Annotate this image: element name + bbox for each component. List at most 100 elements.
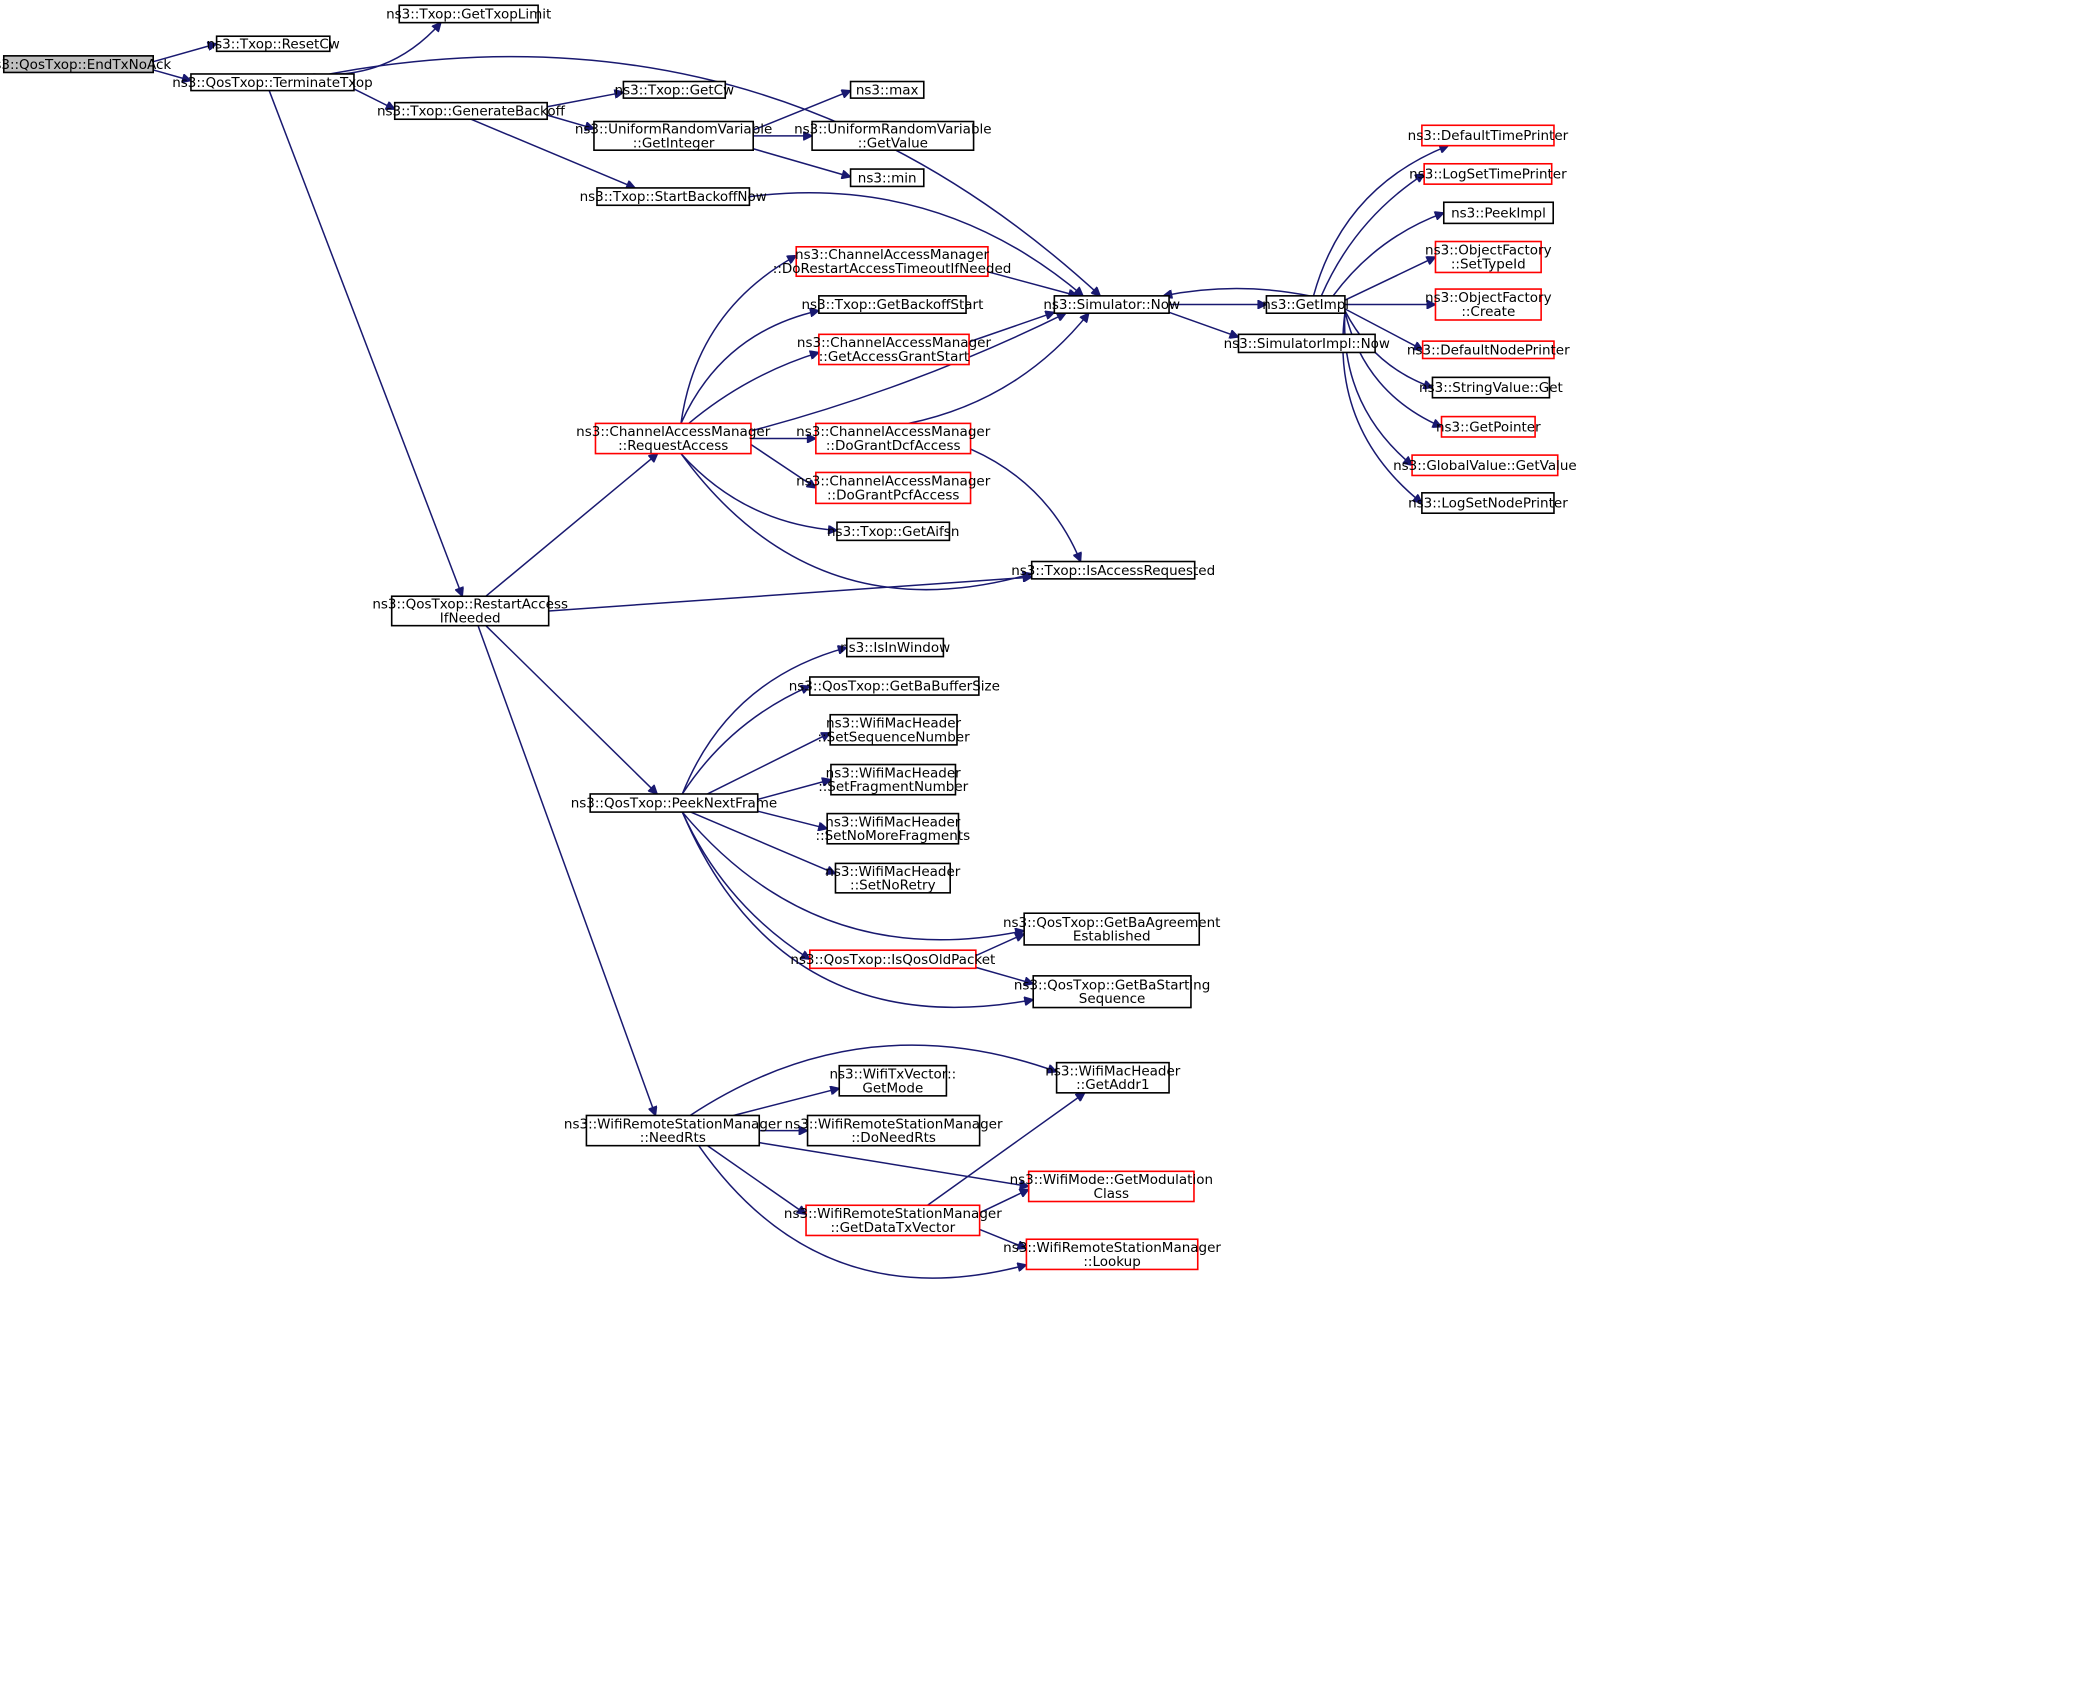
node-doGrantDcf[interactable]: ns3::ChannelAccessManager::DoGrantDcfAcc… bbox=[796, 422, 991, 455]
node-doGrantPcf[interactable]: ns3::ChannelAccessManager::DoGrantPcfAcc… bbox=[796, 471, 991, 505]
node-box bbox=[1237, 333, 1376, 354]
node-label: ns3::QosTxop::GetBaAgreement bbox=[1003, 915, 1221, 931]
node-box bbox=[1440, 415, 1536, 438]
node-isAccessRequested[interactable]: ns3::Txop::IsAccessRequested bbox=[1011, 560, 1215, 580]
node-label: ns3::Txop::GetAifsn bbox=[827, 524, 959, 540]
node-box bbox=[1434, 240, 1542, 274]
node-peekImpl[interactable]: ns3::PeekImpl bbox=[1442, 201, 1555, 225]
edge-doGrantDcf-to-simNow bbox=[908, 313, 1089, 425]
node-setNoRetry[interactable]: ns3::WifiMacHeader::SetNoRetry bbox=[825, 862, 961, 894]
node-ofCreate[interactable]: ns3::ObjectFactory::Create bbox=[1425, 288, 1552, 321]
node-box bbox=[215, 35, 331, 53]
node-getMode[interactable]: ns3::WifiTxVector::GetMode bbox=[829, 1064, 956, 1097]
node-startBackoffNow[interactable]: ns3::Txop::StartBackoffNow bbox=[580, 187, 767, 207]
edge-getImpl-to-peekImpl bbox=[1332, 213, 1444, 297]
node-defaultNodePrinter[interactable]: ns3::DefaultNodePrinter bbox=[1407, 340, 1570, 360]
node-box bbox=[811, 120, 975, 151]
node-getAddr1[interactable]: ns3::WifiMacHeader::GetAddr1 bbox=[1045, 1061, 1181, 1094]
node-box bbox=[585, 1114, 761, 1147]
node-box bbox=[1423, 162, 1553, 185]
node-getAccessGrantStart[interactable]: ns3::ChannelAccessManager::GetAccessGran… bbox=[797, 333, 992, 366]
node-box bbox=[829, 713, 958, 746]
edge-getInteger-to-min bbox=[752, 148, 850, 177]
edge-getImpl-to-getPointer bbox=[1344, 311, 1442, 426]
node-box bbox=[1055, 1061, 1170, 1094]
node-getValue[interactable]: ns3::UniformRandomVariable::GetValue bbox=[794, 120, 992, 152]
node-logSetNodePrinter[interactable]: ns3::LogSetNodePrinter bbox=[1408, 492, 1568, 515]
node-simNow[interactable]: ns3::Simulator::Now bbox=[1043, 295, 1180, 315]
node-globalValueGet[interactable]: ns3::GlobalValue::GetValue bbox=[1393, 454, 1577, 477]
node-lookup[interactable]: ns3::WifiRemoteStationManager::Lookup bbox=[1003, 1238, 1221, 1271]
node-getDataTxVector[interactable]: ns3::WifiRemoteStationManager::GetDataTx… bbox=[784, 1204, 1002, 1237]
node-label: ns3::Txop::StartBackoffNow bbox=[580, 189, 767, 205]
node-getPointer[interactable]: ns3::GetPointer bbox=[1436, 415, 1541, 438]
node-getTxopLimit[interactable]: ns3::Txop::GetTxopLimit bbox=[386, 4, 551, 24]
edge-isQosOldPacket-to-getBaAgreement bbox=[975, 934, 1024, 957]
node-needRts[interactable]: ns3::WifiRemoteStationManager::NeedRts bbox=[564, 1114, 782, 1147]
node-label: ns3::WifiRemoteStationManager bbox=[564, 1116, 782, 1132]
node-box bbox=[1411, 454, 1559, 477]
node-box bbox=[622, 80, 727, 99]
node-box bbox=[1421, 340, 1555, 360]
node-getAifsn[interactable]: ns3::Txop::GetAifsn bbox=[827, 521, 959, 542]
edge-needRts-to-getDataTxVector bbox=[706, 1145, 806, 1215]
node-box bbox=[589, 793, 759, 813]
edge-peekNextFrame-to-setNoMoreFrag bbox=[757, 810, 827, 829]
node-simImplNow[interactable]: ns3::SimulatorImpl::Now bbox=[1224, 333, 1390, 354]
node-label: ns3::Txop::GenerateBackoff bbox=[377, 104, 566, 120]
node-peekNextFrame[interactable]: ns3::QosTxop::PeekNextFrame bbox=[571, 793, 778, 813]
node-resetCw[interactable]: ns3::Txop::ResetCw bbox=[207, 35, 340, 53]
node-label: ns3::max bbox=[856, 82, 919, 98]
edge-generateBackoff-to-getCw bbox=[547, 92, 623, 108]
node-label: ns3::Simulator::Now bbox=[1043, 297, 1180, 313]
node-getImpl[interactable]: ns3::GetImpl bbox=[1262, 295, 1349, 315]
node-label: ns3::WifiMode::GetModulation bbox=[1010, 1172, 1213, 1188]
node-isInWindow[interactable]: ns3::IsInWindow bbox=[840, 637, 950, 658]
node-box bbox=[815, 422, 972, 455]
node-box bbox=[390, 595, 550, 627]
node-label: ns3::WifiMacHeader bbox=[825, 864, 961, 880]
node-label: ::DoRestartAccessTimeoutIfNeeded bbox=[773, 261, 1012, 277]
node-terminateTxop[interactable]: ns3::QosTxop::TerminateTxop bbox=[172, 73, 373, 92]
node-getCw[interactable]: ns3::Txop::GetCw bbox=[615, 80, 735, 99]
node-generateBackoff[interactable]: ns3::Txop::GenerateBackoff bbox=[377, 101, 566, 121]
node-logSetTimePrinter[interactable]: ns3::LogSetTimePrinter bbox=[1409, 162, 1567, 185]
node-label: ::GetDataTxVector bbox=[831, 1220, 956, 1236]
node-doNeedRts[interactable]: ns3::WifiRemoteStationManager::DoNeedRts bbox=[785, 1114, 1003, 1147]
node-box bbox=[830, 763, 957, 796]
edge-requestAccess-to-doRestart bbox=[680, 256, 796, 424]
node-getInteger[interactable]: ns3::UniformRandomVariable::GetInteger bbox=[575, 120, 773, 152]
node-box bbox=[838, 1064, 948, 1097]
edge-getDataTxVector-to-getModClass bbox=[979, 1189, 1029, 1214]
node-label: ::NeedRts bbox=[640, 1130, 706, 1146]
node-label: ns3::QosTxop::RestartAccess bbox=[372, 597, 568, 613]
node-label: ns3::SimulatorImpl::Now bbox=[1224, 336, 1390, 352]
node-box bbox=[393, 101, 548, 121]
node-box bbox=[818, 333, 970, 366]
node-label: Sequence bbox=[1079, 991, 1146, 1007]
node-box bbox=[2, 55, 155, 74]
node-max[interactable]: ns3::max bbox=[849, 80, 925, 99]
node-setNoMoreFrag[interactable]: ns3::WifiMacHeader::SetNoMoreFragments bbox=[816, 812, 971, 845]
node-min[interactable]: ns3::min bbox=[849, 168, 925, 188]
node-getBackoffStart[interactable]: ns3::Txop::GetBackoffStart bbox=[801, 295, 983, 315]
node-isQosOldPacket[interactable]: ns3::QosTxop::IsQosOldPacket bbox=[790, 949, 995, 970]
node-label: ns3::QosTxop::TerminateTxop bbox=[172, 75, 373, 91]
node-requestAccess[interactable]: ns3::ChannelAccessManager::RequestAccess bbox=[576, 422, 771, 455]
node-setTypeId[interactable]: ns3::ObjectFactory::SetTypeId bbox=[1425, 240, 1552, 274]
node-setFragNum[interactable]: ns3::WifiMacHeader::SetFragmentNumber bbox=[818, 763, 969, 796]
node-endTxNoAck[interactable]: ns3::QosTxop::EndTxNoAck bbox=[0, 55, 171, 74]
node-label: ns3::WifiRemoteStationManager bbox=[784, 1206, 1002, 1222]
node-doRestart[interactable]: ns3::ChannelAccessManager::DoRestartAcce… bbox=[773, 245, 1012, 278]
edge-peekNextFrame-to-isInWindow bbox=[681, 648, 846, 795]
node-stringValueGet[interactable]: ns3::StringValue::Get bbox=[1419, 376, 1563, 399]
node-getBaBufferSize[interactable]: ns3::QosTxop::GetBaBufferSize bbox=[789, 676, 1000, 696]
node-label: ns3::QosTxop::PeekNextFrame bbox=[571, 796, 778, 812]
node-defaultTimePrinter[interactable]: ns3::DefaultTimePrinter bbox=[1408, 124, 1569, 147]
node-setSeqNum[interactable]: ns3::WifiMacHeader::SetSequenceNumber bbox=[818, 713, 971, 746]
node-label: ns3::IsInWindow bbox=[840, 640, 950, 656]
